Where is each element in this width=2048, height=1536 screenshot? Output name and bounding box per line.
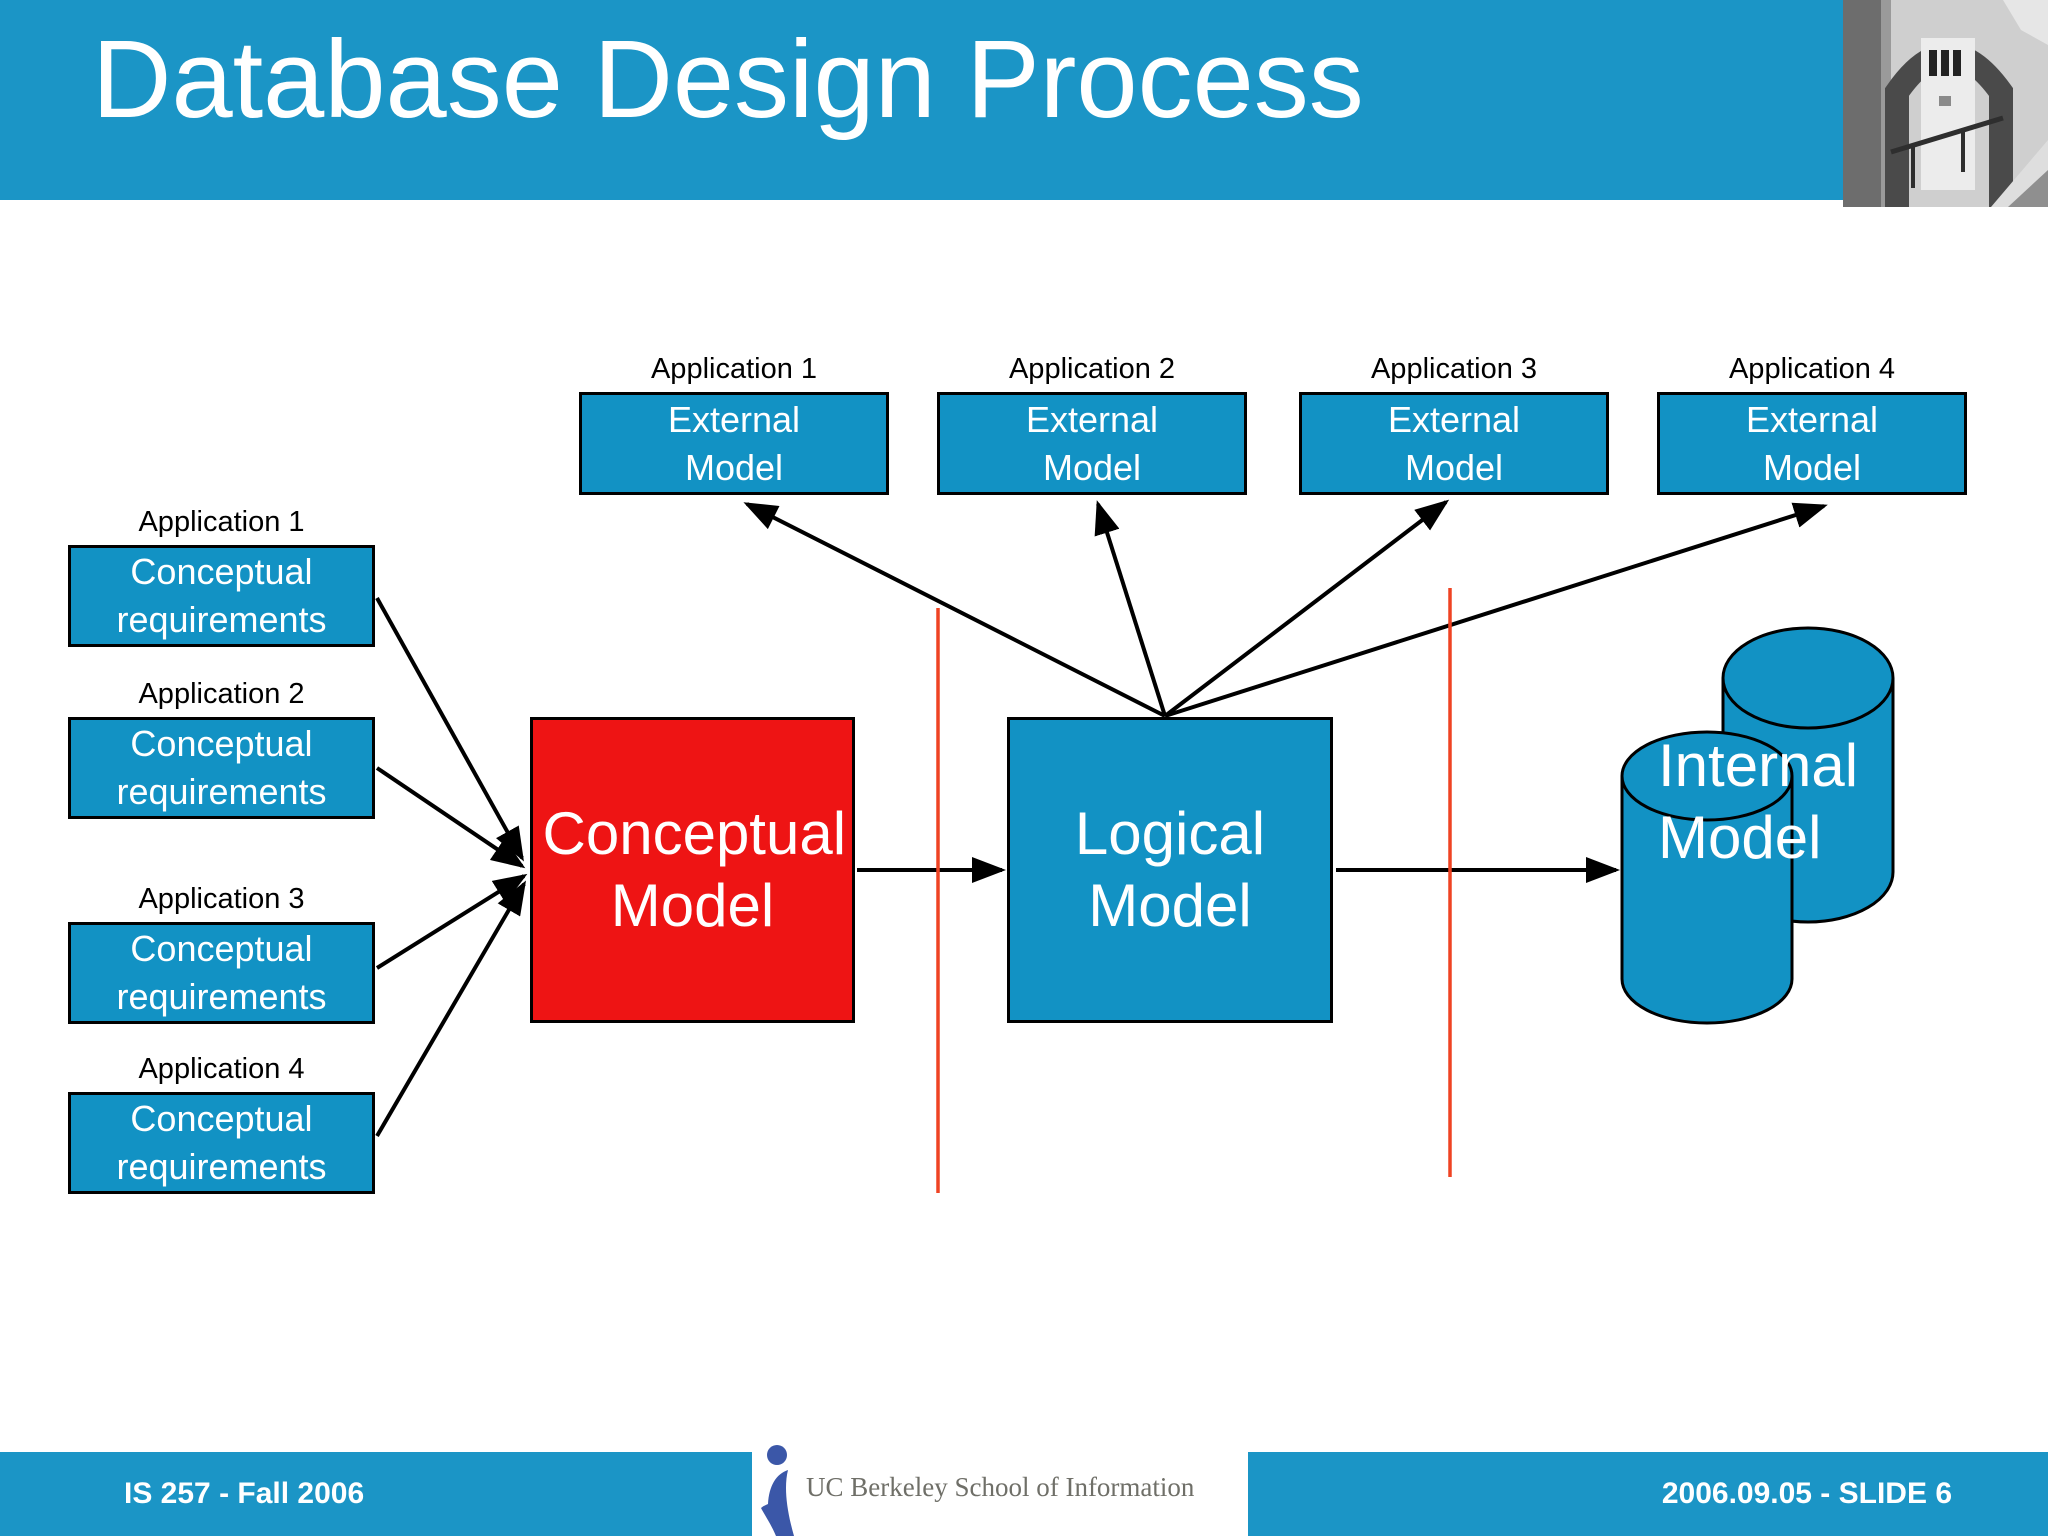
- arrow-requirements-3-to-conceptual: [375, 873, 528, 970]
- external-app-1-label: Application 1: [650, 353, 818, 385]
- requirements-app-2-label: Application 2: [138, 678, 305, 710]
- conceptual-requirements-4-box: Conceptual requirements: [68, 1092, 375, 1194]
- arrow-requirements-1-to-conceptual: [375, 597, 524, 862]
- school-logo-panel: UC Berkeley School of Information: [752, 1412, 1248, 1536]
- external-app-2-label: Application 2: [1008, 353, 1176, 385]
- external-model-2-box: External Model: [937, 392, 1247, 495]
- building-photo: [1843, 0, 2048, 207]
- arrow-requirements-4-to-conceptual: [375, 880, 527, 1138]
- arrow-logical-to-external-1: [743, 502, 1166, 718]
- conceptual-requirements-1-text: Conceptual requirements: [116, 551, 327, 640]
- page-title: Database Design Process: [92, 18, 1364, 141]
- footer-slide-info: 2006.09.05 - SLIDE 6: [1661, 1477, 1952, 1510]
- conceptual-requirements-3-box: Conceptual requirements: [68, 922, 375, 1024]
- external-model-3-box: External Model: [1299, 392, 1609, 495]
- external-model-4-text: External Model: [1745, 398, 1879, 488]
- logical-model-box: Logical Model: [1007, 717, 1333, 1023]
- requirements-app-4-label: Application 4: [138, 1053, 305, 1085]
- conceptual-requirements-2-text: Conceptual requirements: [116, 723, 327, 812]
- external-model-3-text: External Model: [1387, 398, 1521, 488]
- external-model-2-text: External Model: [1025, 398, 1159, 488]
- requirements-app-1-label: Application 1: [138, 506, 305, 538]
- external-model-1-box: External Model: [579, 392, 889, 495]
- arrow-requirements-2-to-conceptual: [375, 766, 526, 869]
- conceptual-model-box: Conceptual Model: [530, 717, 855, 1023]
- conceptual-model-text: Conceptual Model: [542, 800, 847, 939]
- conceptual-requirements-2-box: Conceptual requirements: [68, 717, 375, 819]
- arrow-logical-to-external-3: [1163, 499, 1450, 718]
- conceptual-requirements-3-text: Conceptual requirements: [116, 928, 327, 1017]
- external-app-3-label: Application 3: [1370, 353, 1538, 385]
- external-model-4-box: External Model: [1657, 392, 1967, 495]
- header-bar: [0, 0, 2048, 200]
- arrow-logical-to-external-4: [1164, 502, 1828, 718]
- external-model-1-text: External Model: [667, 398, 801, 488]
- internal-model-text: Internal Model: [1658, 732, 1859, 871]
- conceptual-requirements-4-text: Conceptual requirements: [116, 1098, 327, 1187]
- external-app-4-label: Application 4: [1728, 353, 1896, 385]
- requirements-app-3-label: Application 3: [138, 883, 305, 915]
- school-logo-text: UC Berkeley School of Information: [806, 1472, 1195, 1502]
- footer-course: IS 257 - Fall 2006: [124, 1477, 365, 1510]
- logical-model-text: Logical Model: [1074, 800, 1266, 939]
- arrow-logical-to-external-2: [1094, 500, 1167, 717]
- conceptual-requirements-1-box: Conceptual requirements: [68, 545, 375, 647]
- person-figure-logo-icon: [761, 1445, 794, 1536]
